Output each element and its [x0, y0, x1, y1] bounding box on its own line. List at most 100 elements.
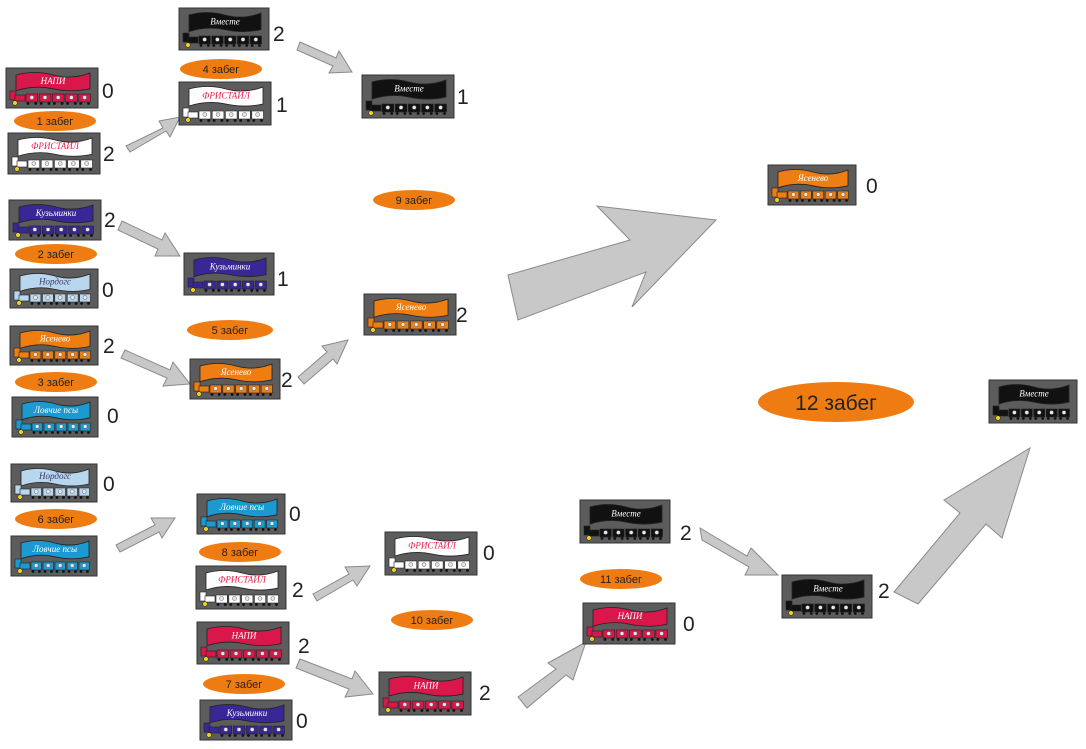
team-score: 2 — [103, 143, 115, 166]
team-name: Кузьминки — [209, 261, 251, 271]
team-card-napi: НАПИ — [582, 602, 676, 645]
team-banner — [998, 384, 1070, 405]
heat-2: 2 забег — [15, 244, 97, 264]
locomotive-icon — [193, 381, 210, 397]
team-name: ФРИСТАЙЛ — [408, 541, 457, 551]
team-card-vmeste: Вместе — [579, 499, 671, 544]
team-card-lovchie: Ловчие псы — [10, 535, 98, 577]
heat-11-label: 11 забег — [600, 574, 642, 586]
team-banner — [193, 257, 267, 278]
team-banner — [394, 536, 470, 557]
team-banner — [15, 72, 91, 92]
team-card-kuzminki: Кузьминки — [8, 199, 102, 241]
team-card-lovchie: Ловчие псы — [196, 493, 286, 535]
locomotive-icon — [586, 626, 603, 642]
heat-1-label: 1 забег — [37, 116, 74, 128]
team-banner — [21, 401, 91, 421]
team-score: 2 — [456, 304, 468, 327]
team-score: 0 — [102, 80, 114, 103]
team-name: ФРИСТАЙЛ — [31, 141, 80, 151]
arrow-vmeste-to-final — [699, 527, 780, 576]
team-card-yasenevo: Ясенево — [363, 293, 457, 336]
locomotive-icon — [388, 557, 405, 573]
arrow-final-vmeste — [893, 446, 1031, 605]
locomotive-icon — [785, 600, 802, 616]
team-card-vmeste: Вместе — [781, 574, 873, 619]
locomotive-icon — [12, 222, 29, 238]
arrow-fristajl-to-r3 — [312, 565, 371, 602]
arrow-napi-to-r4 — [517, 640, 587, 709]
arrows — [115, 41, 1031, 709]
heat-4-label: 4 забег — [203, 64, 240, 76]
team-card-yasenevo: Ясенево — [9, 325, 99, 366]
team-score: 2 — [103, 335, 115, 358]
team-score: 1 — [277, 268, 289, 291]
team-banner — [371, 79, 447, 100]
team-banner — [20, 540, 90, 560]
team-name: Нордогс — [38, 471, 71, 481]
team-name: Ловчие псы — [32, 544, 77, 554]
locomotive-icon — [200, 516, 217, 532]
team-card-napi: НАПИ — [5, 67, 99, 109]
locomotive-icon — [9, 90, 26, 106]
team-banner — [19, 330, 91, 349]
team-card-fristajl: ФРИСТАЙЛ — [384, 531, 478, 576]
team-card-nordogs: Нордогс — [10, 463, 98, 503]
team-score: 0 — [483, 542, 495, 565]
heat-7-label: 7 забег — [226, 679, 263, 691]
team-name: НАПИ — [231, 630, 257, 640]
team-banner — [791, 579, 865, 600]
team-name: Ясенево — [39, 333, 71, 343]
team-card-napi: НАПИ — [196, 621, 290, 665]
team-score: 2 — [680, 522, 692, 545]
team-score: 2 — [298, 635, 310, 658]
heat-12: 12 забег — [758, 382, 914, 422]
team-banner — [388, 676, 464, 697]
arrow-r2-to-r3-yasenevo — [297, 339, 349, 385]
team-card-vmeste: Вместе — [361, 74, 455, 119]
heat-12-label: 12 забег — [795, 392, 877, 415]
team-score: 0 — [107, 405, 119, 428]
team-score: 0 — [103, 473, 115, 496]
locomotive-icon — [203, 722, 220, 738]
locomotive-icon — [14, 558, 31, 574]
team-banner — [188, 86, 264, 107]
locomotive-icon — [182, 107, 199, 123]
team-card-kuzminki: Кузьминки — [199, 699, 293, 741]
team-score: 0 — [683, 613, 695, 636]
heat-5-label: 5 забег — [212, 325, 249, 337]
heat-6-label: 6 забег — [38, 514, 75, 526]
team-banner — [17, 137, 93, 157]
team-name: Вместе — [611, 509, 641, 519]
team-name: Вместе — [1019, 389, 1049, 399]
team-name: Ясенево — [220, 367, 252, 377]
team-card-nordogs: Нордогс — [9, 268, 99, 309]
team-banner — [777, 169, 849, 189]
heat-9-label: 9 забег — [396, 195, 433, 207]
team-name: НАПИ — [617, 611, 643, 621]
team-banner — [209, 704, 285, 724]
team-banner — [206, 498, 278, 518]
locomotive-icon — [382, 697, 399, 713]
team-score: 2 — [104, 209, 116, 232]
team-name: НАПИ — [40, 76, 66, 86]
arrow-lovchie-to-r2 — [115, 517, 176, 553]
team-name: Вместе — [394, 84, 424, 94]
team-score: 0 — [102, 279, 114, 302]
locomotive-icon — [367, 317, 384, 333]
arrow-final-yasenevo — [507, 205, 718, 321]
heat-7: 7 забег — [203, 674, 285, 694]
team-card-kuzminki: Кузьминки — [183, 252, 275, 296]
arrow-napi-to-r3 — [295, 658, 374, 698]
locomotive-icon — [15, 419, 32, 435]
heat-10: 10 забег — [391, 610, 473, 630]
locomotive-icon — [11, 156, 28, 172]
locomotive-icon — [13, 290, 30, 306]
heat-6: 6 забег — [15, 509, 97, 529]
team-score: 2 — [281, 369, 293, 392]
team-banner — [18, 204, 94, 224]
team-score: 0 — [296, 710, 308, 733]
locomotive-icon — [182, 32, 199, 48]
team-banner — [589, 504, 663, 525]
